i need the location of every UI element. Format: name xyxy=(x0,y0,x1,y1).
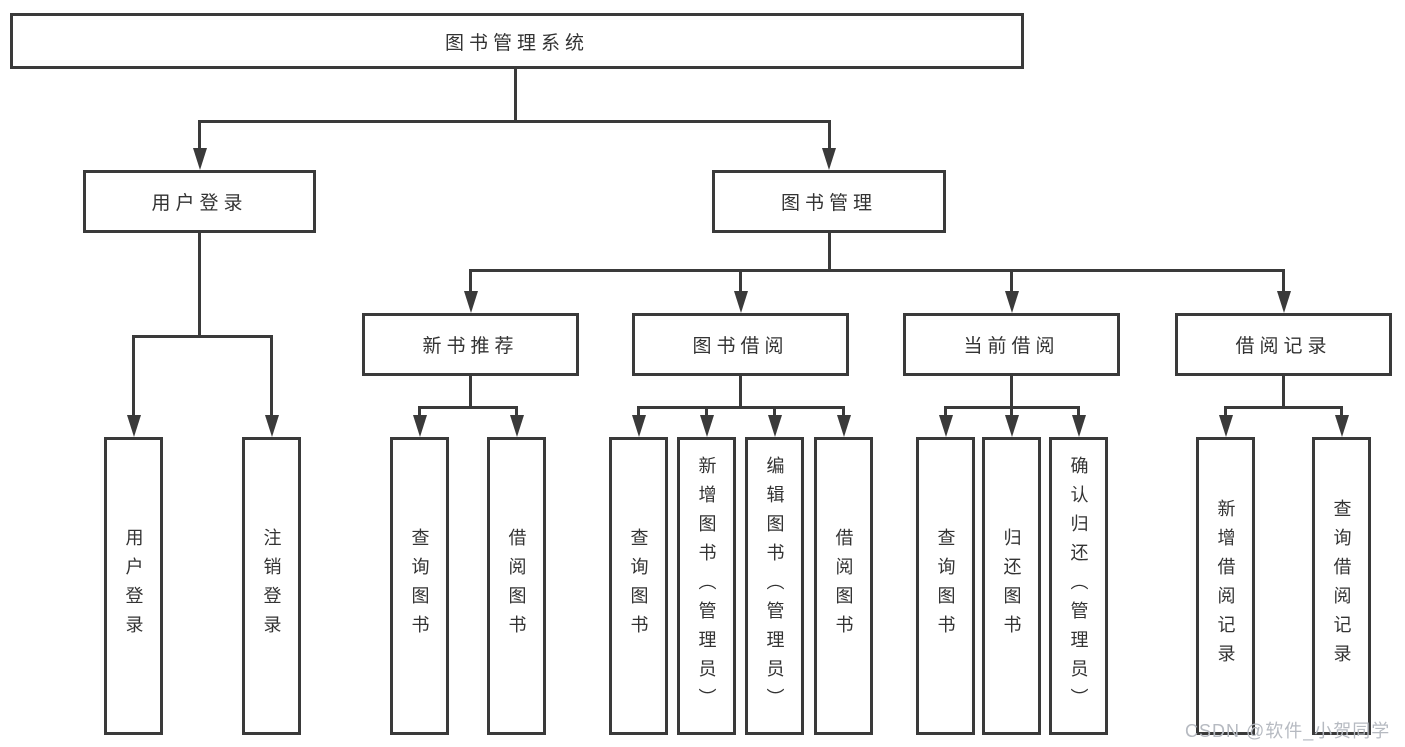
leaf-recommend-borrow-book: 借阅图书 xyxy=(487,437,546,735)
leaf-label: 查询图书 xyxy=(935,528,956,644)
leaf-add-book-admin: 新增图书（管理员） xyxy=(677,437,736,735)
leaf-label: 查询借阅记录 xyxy=(1331,499,1352,673)
arrow-down-icon xyxy=(768,415,782,437)
node-new-book-recommend: 新书推荐 xyxy=(362,313,579,376)
connector-line xyxy=(418,406,421,417)
leaf-label: 借阅图书 xyxy=(506,528,527,644)
connector-line xyxy=(132,335,135,417)
arrow-down-icon xyxy=(939,415,953,437)
leaf-user-login: 用户登录 xyxy=(104,437,163,735)
node-label: 新书推荐 xyxy=(422,336,519,357)
connector-line xyxy=(637,406,640,417)
node-label: 用户登录 xyxy=(151,193,248,214)
connector-line xyxy=(1282,269,1285,293)
connector-line xyxy=(469,269,472,293)
connector-line xyxy=(1010,376,1013,409)
connector-line xyxy=(944,406,947,417)
arrow-down-icon xyxy=(510,415,524,437)
leaf-add-borrow-record: 新增借阅记录 xyxy=(1196,437,1255,735)
leaf-query-borrow-record: 查询借阅记录 xyxy=(1312,437,1371,735)
connector-line xyxy=(469,376,472,409)
connector-line xyxy=(418,406,518,409)
arrow-down-icon xyxy=(413,415,427,437)
node-label: 图书管理系统 xyxy=(444,32,589,54)
connector-line xyxy=(1340,406,1343,417)
arrow-down-icon xyxy=(1005,291,1019,313)
leaf-borrow-book: 借阅图书 xyxy=(814,437,873,735)
connector-line xyxy=(1224,406,1343,409)
leaf-borrow-query-book: 查询图书 xyxy=(609,437,668,735)
leaf-label: 确认归还（管理员） xyxy=(1068,455,1089,717)
node-label: 图书管理 xyxy=(780,193,877,214)
leaf-label: 新增图书（管理员） xyxy=(696,455,717,717)
connector-line xyxy=(842,406,845,417)
node-label: 图书借阅 xyxy=(692,336,789,357)
arrow-down-icon xyxy=(1072,415,1086,437)
arrow-down-icon xyxy=(464,291,478,313)
leaf-label: 借阅图书 xyxy=(833,528,854,644)
arrow-down-icon xyxy=(1219,415,1233,437)
connector-line xyxy=(270,335,273,417)
connector-line xyxy=(1077,406,1080,417)
leaf-label: 用户登录 xyxy=(123,528,144,644)
connector-line xyxy=(1224,406,1227,417)
connector-line xyxy=(739,269,742,293)
connector-line xyxy=(515,406,518,417)
arrow-down-icon xyxy=(265,415,279,437)
arrow-down-icon xyxy=(127,415,141,437)
node-user-login: 用户登录 xyxy=(83,170,316,233)
arrow-down-icon xyxy=(822,148,836,170)
connector-line xyxy=(828,233,831,272)
connector-line xyxy=(198,233,201,337)
arrow-down-icon xyxy=(193,148,207,170)
connector-line xyxy=(705,406,708,417)
node-label: 借阅记录 xyxy=(1235,336,1332,357)
node-book-management: 图书管理 xyxy=(712,170,946,233)
connector-line xyxy=(828,120,831,150)
arrow-down-icon xyxy=(734,291,748,313)
leaf-return-book: 归还图书 xyxy=(982,437,1041,735)
node-book-borrow: 图书借阅 xyxy=(632,313,849,376)
connector-line xyxy=(1010,406,1013,417)
node-label: 当前借阅 xyxy=(963,336,1060,357)
connector-line xyxy=(1010,269,1013,293)
leaf-label: 查询图书 xyxy=(409,528,430,644)
leaf-current-query-book: 查询图书 xyxy=(916,437,975,735)
watermark: CSDN @软件_小贺同学 xyxy=(1185,721,1391,741)
arrow-down-icon xyxy=(632,415,646,437)
arrow-down-icon xyxy=(1335,415,1349,437)
connector-line xyxy=(1282,376,1285,409)
connector-line xyxy=(773,406,776,417)
leaf-recommend-query-book: 查询图书 xyxy=(390,437,449,735)
node-current-borrow: 当前借阅 xyxy=(903,313,1120,376)
leaf-logout: 注销登录 xyxy=(242,437,301,735)
node-root-library-system: 图书管理系统 xyxy=(10,13,1024,69)
connector-line xyxy=(198,120,201,150)
leaf-label: 查询图书 xyxy=(628,528,649,644)
leaf-label: 归还图书 xyxy=(1001,528,1022,644)
connector-line xyxy=(198,120,831,123)
leaf-confirm-return-admin: 确认归还（管理员） xyxy=(1049,437,1108,735)
connector-line xyxy=(132,335,273,338)
node-borrow-records: 借阅记录 xyxy=(1175,313,1392,376)
arrow-down-icon xyxy=(837,415,851,437)
connector-line xyxy=(514,69,517,120)
arrow-down-icon xyxy=(1005,415,1019,437)
arrow-down-icon xyxy=(700,415,714,437)
connector-line xyxy=(469,269,1285,272)
leaf-edit-book-admin: 编辑图书（管理员） xyxy=(745,437,804,735)
leaf-label: 编辑图书（管理员） xyxy=(764,455,785,717)
leaf-label: 注销登录 xyxy=(261,528,282,644)
leaf-label: 新增借阅记录 xyxy=(1215,499,1236,673)
connector-line xyxy=(637,406,845,409)
connector-line xyxy=(739,376,742,409)
arrow-down-icon xyxy=(1277,291,1291,313)
